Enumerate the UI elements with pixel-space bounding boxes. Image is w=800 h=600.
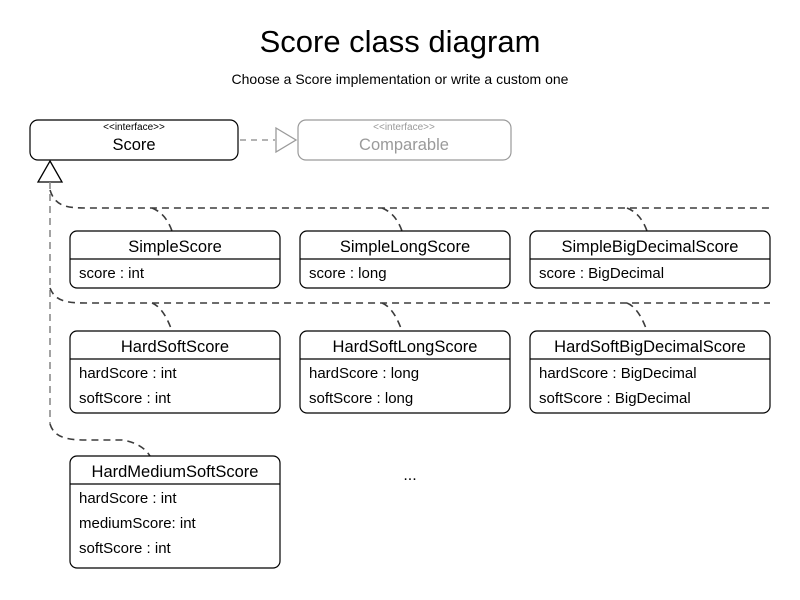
branch-simple-score bbox=[151, 207, 173, 232]
class-simple-score[interactable]: SimpleScore score : int bbox=[69, 230, 281, 289]
generalization-triangle-icon bbox=[36, 159, 64, 183]
class-hard-soft-score[interactable]: HardSoftScore hardScore : int softScore … bbox=[69, 330, 281, 414]
class-hard-soft-big-decimal-score[interactable]: HardSoftBigDecimalScore hardScore : BigD… bbox=[529, 330, 771, 414]
class-hard-soft-long-score-attr-1: softScore : long bbox=[309, 390, 413, 407]
branch-trunk-row-1 bbox=[49, 189, 770, 209]
interface-comparable-name: Comparable bbox=[359, 136, 449, 154]
class-simple-long-score-name: SimpleLongScore bbox=[340, 238, 470, 256]
branch-simple-long-score bbox=[381, 207, 403, 232]
class-hard-medium-soft-score-attr-2: softScore : int bbox=[79, 540, 172, 557]
class-hard-soft-score-box[interactable] bbox=[69, 330, 281, 414]
branch-simple-big-decimal-score bbox=[626, 207, 648, 232]
class-hard-soft-long-score-attr-0: hardScore : long bbox=[309, 365, 419, 382]
branch-hard-soft-big-decimal-score bbox=[626, 302, 648, 332]
interface-score-name: Score bbox=[112, 136, 155, 154]
class-hard-soft-big-decimal-score-attr-0: hardScore : BigDecimal bbox=[539, 365, 697, 382]
class-hard-soft-long-score-name: HardSoftLongScore bbox=[333, 338, 478, 356]
branch-hard-medium-soft-score bbox=[49, 423, 151, 457]
class-hard-soft-score-attr-0: hardScore : int bbox=[79, 365, 177, 382]
class-hard-medium-soft-score-attr-0: hardScore : int bbox=[79, 490, 177, 507]
class-simple-big-decimal-score-name: SimpleBigDecimalScore bbox=[562, 238, 739, 256]
class-hard-soft-long-score-box[interactable] bbox=[299, 330, 511, 414]
page-subtitle: Choose a Score implementation or write a… bbox=[232, 71, 569, 87]
class-simple-long-score-attr-0: score : long bbox=[309, 265, 387, 282]
class-hard-soft-big-decimal-score-attr-1: softScore : BigDecimal bbox=[539, 390, 691, 407]
connector-layer bbox=[36, 126, 770, 457]
class-hard-medium-soft-score[interactable]: HardMediumSoftScore hardScore : int medi… bbox=[69, 455, 281, 569]
class-simple-big-decimal-score-attr-0: score : BigDecimal bbox=[539, 265, 664, 282]
realization-arrowhead-icon bbox=[275, 126, 298, 154]
class-simple-score-attr-0: score : int bbox=[79, 265, 145, 282]
class-hard-soft-score-attr-1: softScore : int bbox=[79, 390, 172, 407]
branch-hard-soft-score bbox=[151, 302, 173, 332]
class-hard-soft-big-decimal-score-name: HardSoftBigDecimalScore bbox=[554, 338, 746, 356]
class-hard-medium-soft-score-attr-1: mediumScore: int bbox=[79, 515, 197, 532]
class-hard-soft-score-name: HardSoftScore bbox=[121, 338, 229, 356]
interface-score[interactable]: <<interface>> Score bbox=[29, 119, 239, 161]
branch-hard-soft-long-score bbox=[381, 302, 403, 332]
interface-comparable-box[interactable] bbox=[297, 119, 512, 161]
class-hard-medium-soft-score-name: HardMediumSoftScore bbox=[92, 463, 259, 481]
interface-comparable[interactable]: <<interface>> Comparable bbox=[297, 119, 512, 161]
branch-trunk-row-2 bbox=[49, 287, 770, 304]
class-simple-long-score[interactable]: SimpleLongScore score : long bbox=[299, 230, 511, 289]
class-simple-big-decimal-score[interactable]: SimpleBigDecimalScore score : BigDecimal bbox=[529, 230, 771, 289]
interface-score-box[interactable] bbox=[29, 119, 239, 161]
class-simple-score-name: SimpleScore bbox=[128, 238, 222, 256]
more-implementations-ellipsis: ... bbox=[403, 467, 416, 484]
interface-comparable-stereotype: <<interface>> bbox=[373, 122, 435, 133]
class-hard-soft-long-score[interactable]: HardSoftLongScore hardScore : long softS… bbox=[299, 330, 511, 414]
class-hard-soft-big-decimal-score-box[interactable] bbox=[529, 330, 771, 414]
page-title: Score class diagram bbox=[260, 24, 541, 59]
interface-score-stereotype: <<interface>> bbox=[103, 122, 165, 133]
